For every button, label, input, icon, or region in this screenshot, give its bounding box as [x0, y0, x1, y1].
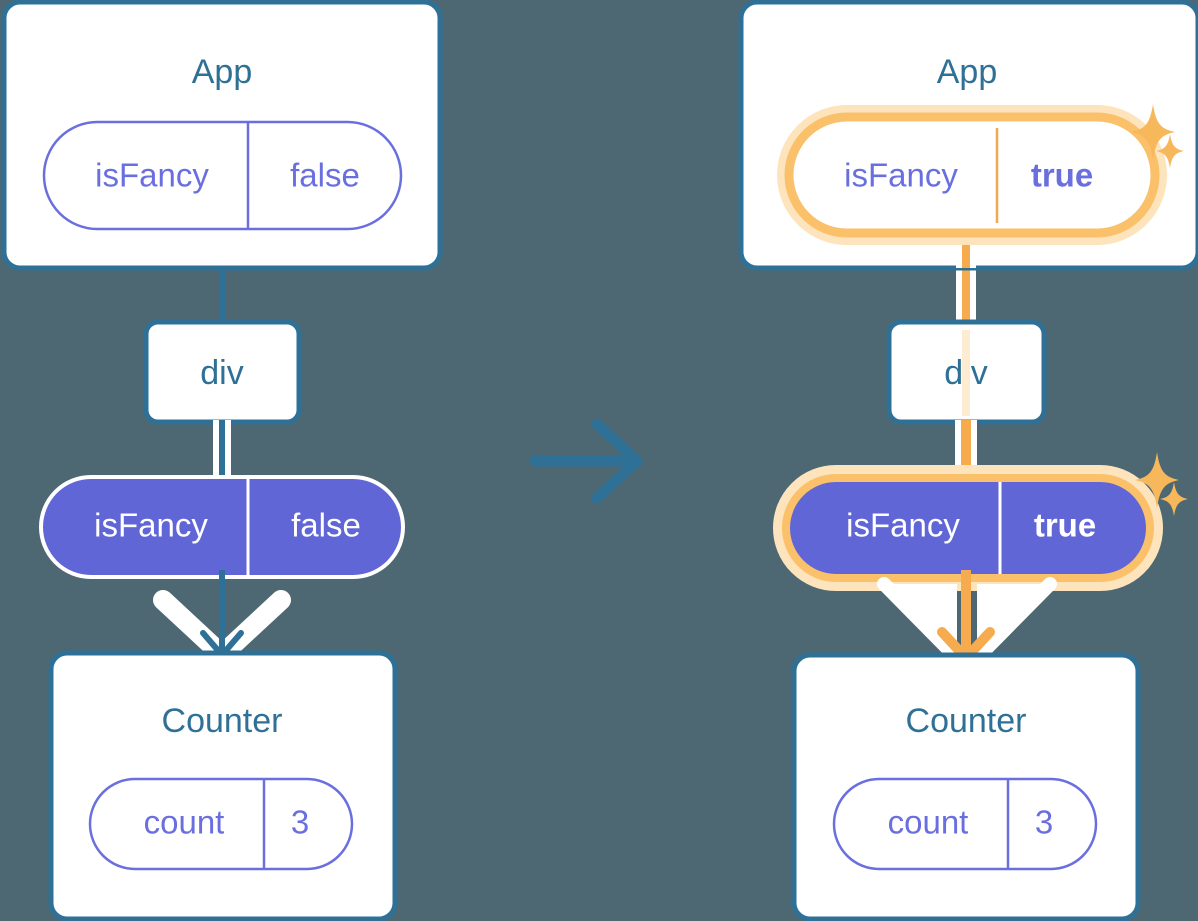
sparkle-large-icon: [1131, 104, 1175, 160]
prop-pill-after: isFancy true: [773, 465, 1163, 591]
div-title-before: div: [200, 354, 243, 392]
pill-outline-shape: [832, 777, 1098, 871]
prop-value-before: false: [291, 507, 361, 544]
sparkle-small-icon: [1156, 134, 1184, 168]
counter-title-before: Counter: [162, 702, 283, 740]
app-state-pill-before: isFancy false: [42, 120, 403, 231]
counter-state-value-after: 3: [1035, 804, 1053, 841]
app-state-key-before: isFancy: [95, 157, 209, 194]
rerender-arrow-before: [200, 570, 244, 658]
prop-key-after: isFancy: [846, 507, 960, 544]
counter-state-key-after: count: [888, 804, 969, 841]
panel-before: App isFancy false div isFancy false: [1, 0, 443, 921]
counter-state-pill-before: count 3: [88, 777, 354, 871]
counter-title-after: Counter: [906, 702, 1027, 740]
counter-state-value-before: 3: [291, 804, 309, 841]
app-title-before: App: [192, 53, 253, 91]
pill-outline-shape: [88, 777, 354, 871]
sparkle-large-icon-2: [1135, 452, 1179, 508]
panel-after: App isFancy true div: [738, 0, 1198, 921]
highlight-ring: [784, 112, 1160, 238]
app-state-key-after: isFancy: [844, 157, 958, 194]
app-state-value-before: false: [290, 157, 360, 194]
sparkle-small-icon-2: [1160, 482, 1188, 516]
counter-state-pill-after: count 3: [832, 777, 1098, 871]
prop-value-after: true: [1034, 507, 1096, 544]
rerender-wings-after: [877, 577, 1057, 665]
prop-pill-before: isFancy false: [39, 475, 405, 579]
pill-outline-shape: [42, 120, 403, 231]
prop-key-before: isFancy: [94, 507, 208, 544]
counter-state-key-before: count: [144, 804, 225, 841]
app-state-value-after: true: [1031, 157, 1093, 194]
app-state-pill-after: isFancy true: [777, 105, 1167, 245]
app-title-after: App: [937, 53, 998, 91]
transition-arrow-right-icon: [529, 418, 643, 504]
